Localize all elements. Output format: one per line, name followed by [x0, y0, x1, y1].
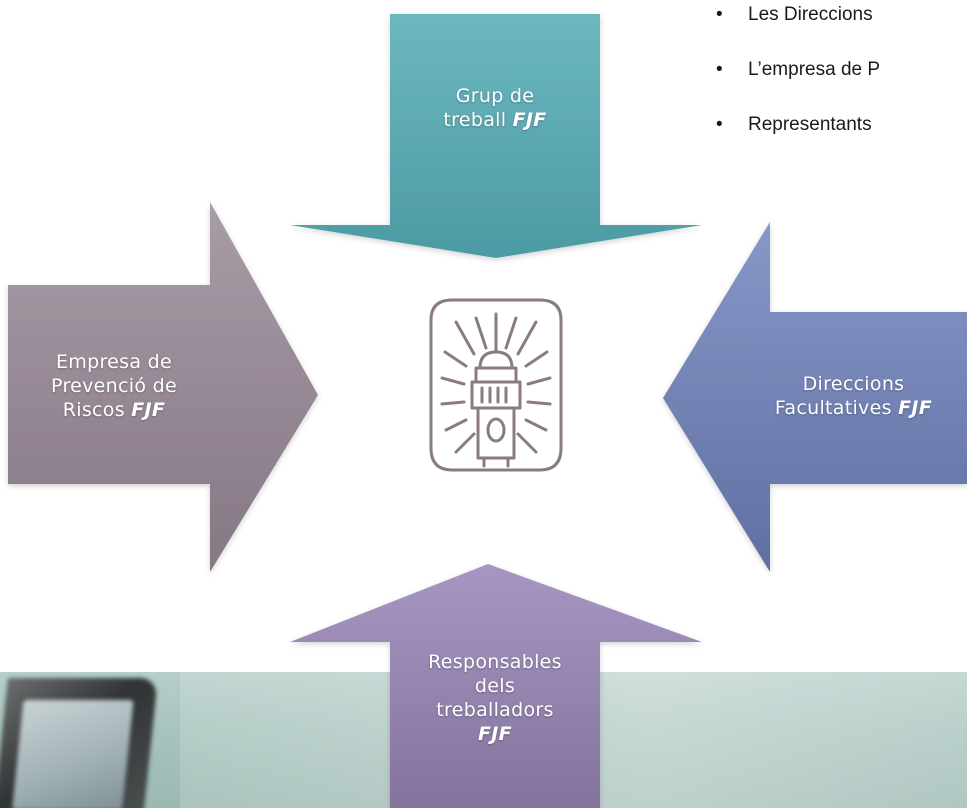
arrow-left-label: Empresa de Prevenció de Riscos FJF: [51, 351, 177, 421]
arrow-left: [8, 202, 318, 572]
arrow-top-tag: FJF: [512, 109, 547, 131]
arrow-top-label: Grup de treball FJF: [443, 85, 547, 131]
university-emblem-icon: [429, 298, 563, 472]
arrow-right-tag: FJF: [898, 397, 933, 419]
arrow-left-tag: FJF: [131, 399, 166, 421]
arrow-right: [663, 222, 967, 572]
arrow-bottom-label: Responsables dels treballadors FJF: [428, 651, 562, 745]
arrow-right-label: Direccions Facultatives FJF: [774, 373, 933, 419]
arrow-bottom-tag: FJF: [478, 723, 512, 745]
arrow-top: [290, 14, 702, 258]
arrow-bottom: [290, 564, 702, 808]
